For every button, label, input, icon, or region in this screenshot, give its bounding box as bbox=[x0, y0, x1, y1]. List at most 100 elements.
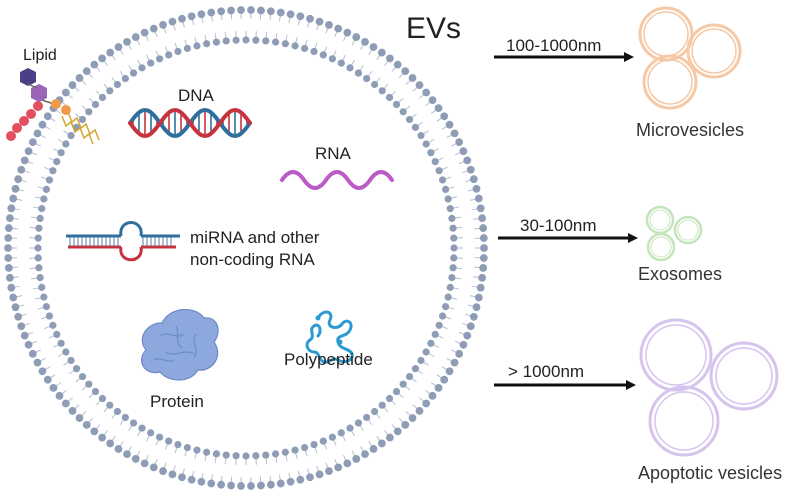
polypeptide-label: Polypeptide bbox=[284, 350, 373, 370]
membrane-head bbox=[455, 138, 463, 146]
membrane-head bbox=[470, 175, 478, 183]
membrane-head bbox=[35, 254, 42, 261]
lipid-chain-bead bbox=[33, 101, 43, 111]
membrane-head bbox=[43, 303, 50, 310]
apoptotic-size-label: > 1000nm bbox=[508, 362, 584, 382]
membrane-head bbox=[156, 434, 163, 441]
membrane-head bbox=[242, 452, 249, 459]
membrane-head bbox=[445, 195, 452, 202]
membrane-head bbox=[141, 459, 149, 467]
membrane-head bbox=[98, 55, 106, 63]
mirna-label-line1: miRNA and other bbox=[190, 227, 319, 249]
membrane-head bbox=[35, 225, 42, 232]
exosome bbox=[675, 217, 701, 243]
mirna-label: miRNA and other non-coding RNA bbox=[190, 227, 319, 271]
membrane-head bbox=[447, 205, 454, 212]
membrane-head bbox=[446, 121, 454, 129]
membrane-head bbox=[44, 376, 52, 384]
membrane-head bbox=[296, 12, 304, 20]
membrane-head bbox=[480, 254, 488, 262]
membrane-head bbox=[329, 434, 336, 441]
membrane-head bbox=[12, 303, 20, 311]
membrane-head bbox=[92, 388, 99, 395]
exosome bbox=[647, 207, 673, 233]
membrane-head bbox=[156, 55, 163, 62]
membrane-head bbox=[14, 175, 22, 183]
membrane-head bbox=[416, 81, 424, 89]
membrane-head bbox=[53, 158, 60, 165]
membrane-head bbox=[14, 313, 22, 321]
membrane-head bbox=[417, 357, 424, 364]
membrane-head bbox=[9, 294, 17, 302]
apoptotic-vesicles-icon bbox=[641, 320, 777, 455]
membrane-head bbox=[386, 94, 393, 101]
membrane-head bbox=[361, 38, 369, 46]
membrane-head bbox=[35, 235, 42, 242]
membrane-head bbox=[450, 244, 457, 251]
membrane-head bbox=[436, 322, 443, 329]
membrane-head bbox=[448, 215, 455, 222]
membrane-head bbox=[207, 480, 215, 488]
membrane-head bbox=[122, 414, 129, 421]
microvesicles-label: Microvesicles bbox=[636, 120, 744, 141]
membrane-head bbox=[442, 186, 449, 193]
membrane-head bbox=[272, 450, 279, 457]
membrane-head bbox=[12, 185, 20, 193]
membrane-head bbox=[423, 348, 430, 355]
lipid-icon bbox=[6, 68, 99, 144]
membrane-head bbox=[449, 264, 456, 271]
membrane-head bbox=[394, 427, 402, 435]
membrane-head bbox=[207, 9, 215, 17]
membrane-head bbox=[5, 224, 13, 232]
membrane-head bbox=[401, 421, 409, 429]
membrane-head bbox=[92, 101, 99, 108]
membrane-head bbox=[39, 121, 47, 129]
rna-label: RNA bbox=[315, 144, 351, 164]
membrane-head bbox=[165, 438, 172, 445]
membrane-head bbox=[463, 156, 471, 164]
membrane-head bbox=[67, 357, 74, 364]
exosomes-size-label: 30-100nm bbox=[520, 216, 597, 236]
membrane-head bbox=[296, 476, 304, 484]
mirna-label-line2: non-coding RNA bbox=[190, 249, 319, 271]
membrane-head bbox=[227, 7, 235, 15]
microvesicles-size-label: 100-1000nm bbox=[506, 36, 601, 56]
membrane-head bbox=[417, 132, 424, 139]
membrane-head bbox=[85, 381, 92, 388]
membrane-head bbox=[479, 264, 487, 272]
membrane-head bbox=[115, 445, 123, 453]
membrane-head bbox=[306, 15, 314, 23]
protein-label: Protein bbox=[150, 392, 204, 412]
membrane-head bbox=[394, 61, 402, 69]
membrane-head bbox=[400, 108, 407, 115]
membrane-head bbox=[291, 42, 298, 49]
membrane-head bbox=[50, 384, 58, 392]
membrane-head bbox=[371, 81, 378, 88]
membrane-head bbox=[422, 89, 430, 97]
membrane-head bbox=[114, 408, 121, 415]
membrane-head bbox=[106, 87, 113, 94]
membrane-head bbox=[147, 60, 154, 67]
membrane-head bbox=[277, 9, 285, 17]
microvesicle bbox=[640, 8, 692, 60]
membrane-head bbox=[141, 29, 149, 37]
membrane-head bbox=[150, 25, 158, 33]
membrane-head bbox=[440, 376, 448, 384]
membrane-head bbox=[9, 195, 17, 203]
membrane-head bbox=[247, 6, 255, 14]
membrane-head bbox=[213, 450, 220, 457]
membrane-head bbox=[423, 140, 430, 147]
membrane-head bbox=[46, 176, 53, 183]
membrane-head bbox=[115, 43, 123, 51]
membrane-head bbox=[386, 434, 394, 442]
membrane-head bbox=[439, 312, 446, 319]
membrane-head bbox=[62, 89, 70, 97]
apoptotic-vesicle bbox=[641, 320, 711, 390]
membrane-head bbox=[272, 39, 279, 46]
membrane-head bbox=[252, 452, 259, 459]
membrane-head bbox=[25, 147, 33, 155]
membrane-head bbox=[451, 359, 459, 367]
membrane-head bbox=[435, 104, 443, 112]
